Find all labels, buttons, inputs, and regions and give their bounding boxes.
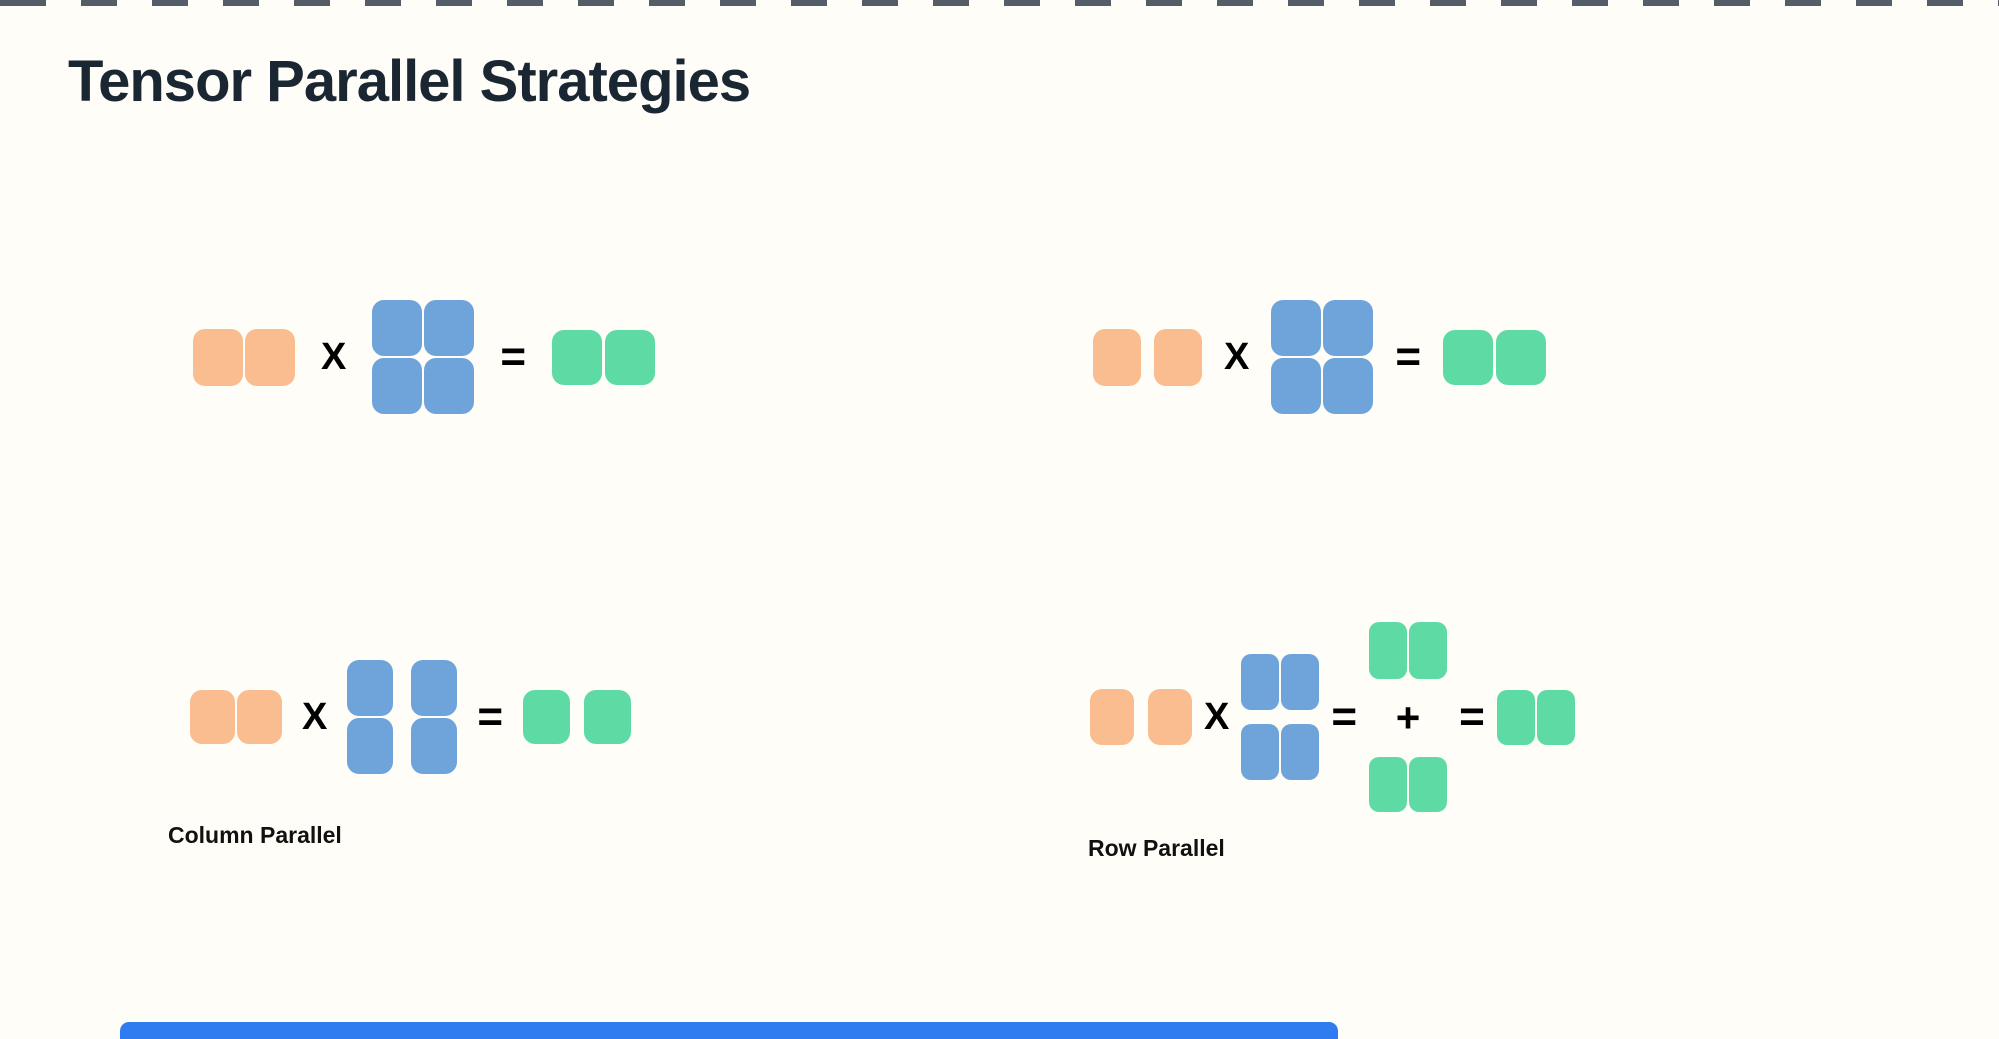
equals-operator: = [477, 692, 504, 741]
output-block [1443, 329, 1494, 385]
output-block [605, 329, 656, 385]
weight-block [424, 358, 475, 414]
page-title: Tensor Parallel Strategies [68, 49, 751, 114]
input-row [193, 328, 295, 386]
input-row [190, 690, 282, 744]
weight-block [1271, 300, 1322, 356]
weight-matrix [1271, 300, 1374, 414]
multiply-operator: X [321, 336, 347, 378]
output-block [1409, 622, 1448, 679]
weight-block [1323, 300, 1374, 356]
weight-block [1281, 654, 1320, 710]
weight-block [411, 718, 458, 774]
output-block [1496, 329, 1547, 385]
diagram-top-left: X = [193, 300, 656, 414]
partial-output-row [1369, 757, 1448, 812]
weight-block [347, 718, 394, 774]
diagram-top-right: X = [1093, 300, 1547, 414]
equals-operator: = [1395, 332, 1422, 381]
input-block [190, 690, 235, 744]
weight-matrix-column-split [347, 660, 458, 774]
equals-operator: = [1331, 692, 1358, 741]
weight-block [424, 300, 475, 356]
diagram-row-parallel: X = + = [1090, 622, 1575, 812]
input-block [1093, 328, 1141, 386]
row-parallel-label: Row Parallel [1088, 835, 1225, 861]
partial-sums-stack: + [1369, 622, 1448, 812]
output-block [1369, 757, 1408, 812]
output-block [1369, 622, 1408, 679]
weight-block [1241, 724, 1280, 780]
weight-block [372, 300, 423, 356]
input-block [1154, 328, 1202, 386]
output-block [1496, 689, 1535, 745]
bottom-accent-bar [120, 1022, 1338, 1039]
output-row-split [523, 690, 632, 744]
output-block [1536, 689, 1575, 745]
input-block [1090, 689, 1134, 745]
output-row [1496, 689, 1575, 745]
input-block [193, 328, 243, 386]
partial-output-row [1369, 622, 1448, 679]
equals-operator: = [500, 332, 527, 381]
weight-block [411, 660, 458, 716]
top-dashed-border [0, 0, 1999, 6]
plus-operator: + [1395, 694, 1421, 741]
output-block [584, 690, 632, 744]
weight-block [1323, 358, 1374, 414]
column-parallel-label: Column Parallel [168, 822, 342, 848]
weight-matrix [372, 300, 475, 414]
input-row [1093, 328, 1202, 386]
weight-matrix-row-split [1241, 654, 1320, 780]
output-row [552, 329, 656, 385]
input-block [245, 328, 295, 386]
output-block [1409, 757, 1448, 812]
weight-block [347, 660, 394, 716]
weight-block [1271, 358, 1322, 414]
output-row [1443, 329, 1547, 385]
output-block [552, 329, 603, 385]
input-block [1148, 689, 1192, 745]
output-block [523, 690, 571, 744]
input-block [237, 690, 282, 744]
input-row [1090, 689, 1192, 745]
weight-block [1281, 724, 1320, 780]
multiply-operator: X [1204, 696, 1230, 738]
multiply-operator: X [1224, 336, 1250, 378]
weight-block [372, 358, 423, 414]
diagram-column-parallel: X = [190, 660, 632, 774]
equals-operator: = [1459, 692, 1485, 741]
multiply-operator: X [302, 696, 328, 738]
weight-block [1241, 654, 1280, 710]
